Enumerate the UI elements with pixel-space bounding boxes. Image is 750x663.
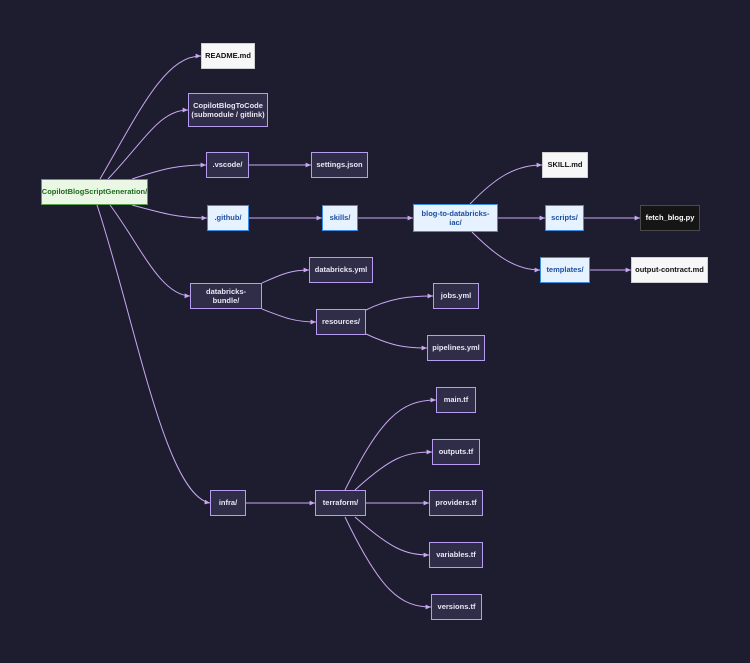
node-label: fetch_blog.py: [645, 213, 695, 223]
edge-terraform-main: [344, 397, 437, 491]
node-templates-folder[interactable]: templates/: [540, 257, 590, 283]
node-label: skills/: [329, 213, 351, 223]
node-fetch-blog-file[interactable]: fetch_blog.py: [640, 205, 700, 231]
edge-iac-skillmd: [469, 162, 543, 205]
edge-resources-pipelines: [365, 333, 428, 351]
edge-bundle-databricksyml: [261, 267, 310, 284]
node-databricks-yml-file[interactable]: databricks.yml: [309, 257, 373, 283]
node-github-folder[interactable]: .github/: [207, 205, 249, 231]
node-settings-file[interactable]: settings.json: [311, 152, 368, 178]
node-pipelines-yml-file[interactable]: pipelines.yml: [427, 335, 485, 361]
node-label: settings.json: [316, 160, 363, 170]
edge-iac-templates: [471, 231, 541, 273]
node-label: providers.tf: [435, 498, 477, 508]
node-readme-file[interactable]: README.md: [201, 43, 255, 69]
edge-terraform-versions: [344, 516, 432, 610]
node-label: infra/: [218, 498, 238, 508]
node-output-contract-file[interactable]: output-contract.md: [631, 257, 708, 283]
edge-resources-jobs: [365, 293, 434, 311]
node-main-tf-file[interactable]: main.tf: [436, 387, 476, 413]
node-label: CopilotBlogScriptGeneration/: [41, 187, 148, 197]
edge-root-vscode: [131, 162, 207, 180]
node-label: scripts/: [551, 213, 578, 223]
node-label: README.md: [205, 51, 251, 61]
node-label: terraform/: [322, 498, 359, 508]
node-vscode-folder[interactable]: .vscode/: [206, 152, 249, 178]
node-scripts-folder[interactable]: scripts/: [545, 205, 584, 231]
node-infra-folder[interactable]: infra/: [210, 490, 246, 516]
node-terraform-folder[interactable]: terraform/: [315, 490, 366, 516]
node-providers-tf-file[interactable]: providers.tf: [429, 490, 483, 516]
node-resources-folder[interactable]: resources/: [316, 309, 366, 335]
node-label: outputs.tf: [438, 447, 474, 457]
node-label: .github/: [214, 213, 242, 223]
node-label: main.tf: [443, 395, 469, 405]
node-bundle-folder[interactable]: databricks-bundle/: [190, 283, 262, 309]
edge-terraform-outputs: [354, 449, 433, 491]
node-skill-md-file[interactable]: SKILL.md: [542, 152, 588, 178]
node-label: CopilotBlogToCode: [193, 100, 263, 110]
edge-root-bundle: [109, 204, 191, 299]
node-label: versions.tf: [437, 602, 476, 612]
node-label: templates/: [546, 265, 584, 275]
node-skills-folder[interactable]: skills/: [322, 205, 358, 231]
node-copilot-submodule[interactable]: CopilotBlogToCode (submodule / gitlink): [188, 93, 268, 127]
node-label: pipelines.yml: [432, 343, 480, 353]
node-label: resources/: [322, 317, 360, 327]
node-label: .vscode/: [212, 160, 243, 170]
node-blog-iac-folder[interactable]: blog-to-databricks-iac/: [413, 204, 498, 232]
node-label: variables.tf: [436, 550, 476, 560]
node-label: SKILL.md: [547, 160, 583, 170]
edge-root-infra: [96, 204, 211, 505]
edge-root-readme: [99, 53, 202, 180]
node-root-folder[interactable]: CopilotBlogScriptGeneration/: [41, 179, 148, 205]
node-outputs-tf-file[interactable]: outputs.tf: [432, 439, 480, 465]
node-label: databricks.yml: [314, 265, 368, 275]
edge-terraform-variables: [354, 516, 430, 558]
node-sublabel: (submodule / gitlink): [191, 110, 265, 119]
node-versions-tf-file[interactable]: versions.tf: [431, 594, 482, 620]
node-label: jobs.yml: [440, 291, 472, 301]
node-variables-tf-file[interactable]: variables.tf: [429, 542, 483, 568]
node-label: databricks-bundle/: [205, 286, 247, 305]
edge-root-copilot: [107, 107, 189, 180]
node-jobs-yml-file[interactable]: jobs.yml: [433, 283, 479, 309]
node-label: output-contract.md: [635, 265, 704, 275]
edge-root-github: [131, 204, 208, 221]
node-label: blog-to-databricks-iac/: [421, 208, 490, 227]
edge-bundle-resources: [261, 308, 317, 325]
